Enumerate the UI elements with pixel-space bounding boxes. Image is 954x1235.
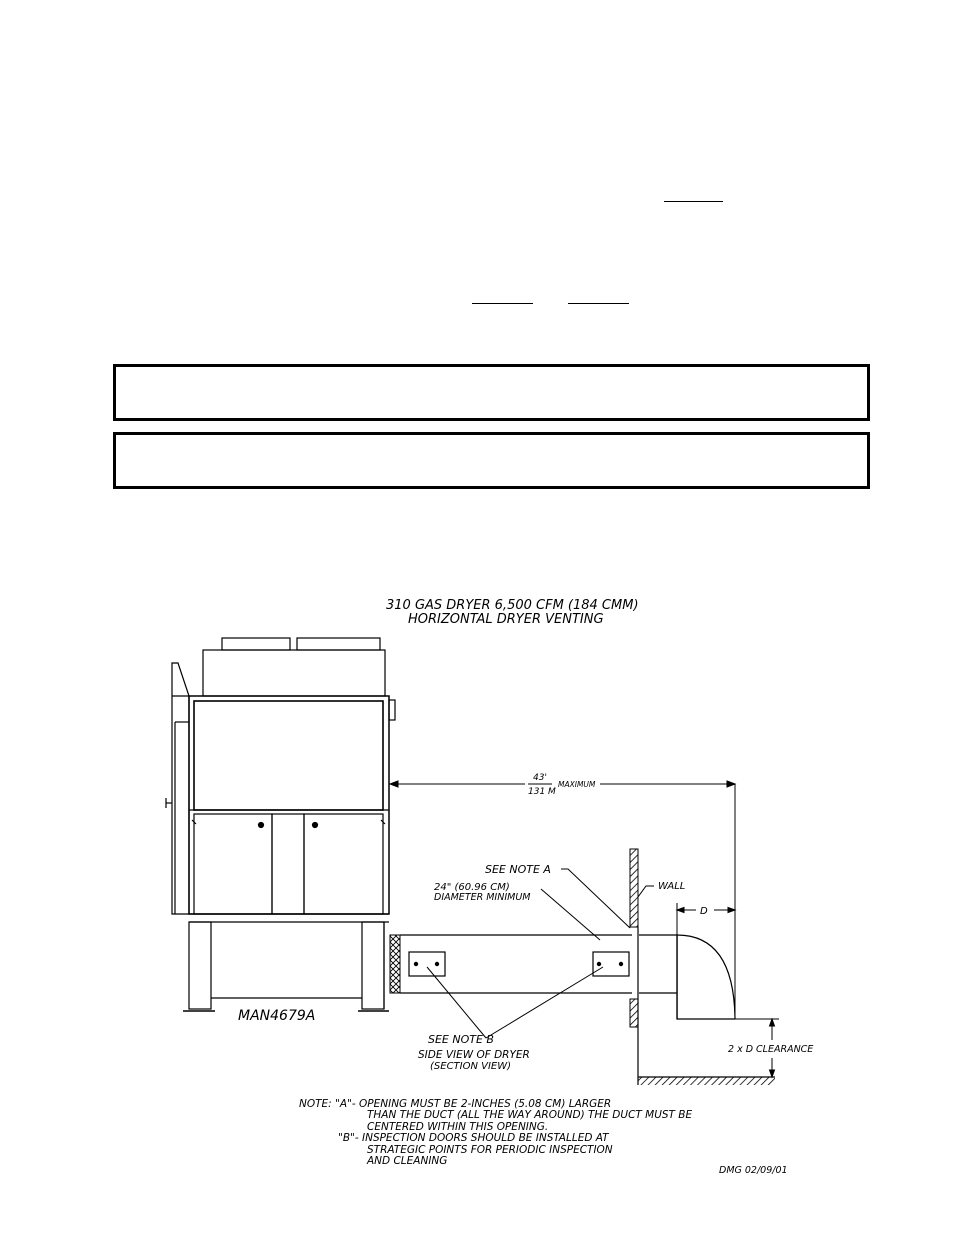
wall xyxy=(629,848,639,1085)
note-line4: "B"- INSPECTION DOORS SHOULD BE INSTALLE… xyxy=(338,1132,610,1144)
exhaust-duct xyxy=(400,934,736,1020)
d-dimension xyxy=(675,903,737,935)
underline-rule xyxy=(664,201,723,202)
dimension-meters: 131 M xyxy=(528,787,556,797)
d-label: D xyxy=(700,906,708,917)
duct-size-line2: DIAMETER MINIMUM xyxy=(434,892,531,903)
note-line2: THAN THE DUCT (ALL THE WAY AROUND) THE D… xyxy=(367,1109,693,1121)
empty-notice-box xyxy=(113,432,870,489)
length-dimension xyxy=(388,780,737,1019)
see-note-b: SEE NOTE B xyxy=(428,1033,494,1046)
dryer-unit xyxy=(165,637,396,1012)
note-line5: STRATEGIC POINTS FOR PERIODIC INSPECTION xyxy=(367,1144,613,1156)
author-date: DMG 02/09/01 xyxy=(719,1165,788,1176)
see-note-a: SEE NOTE A xyxy=(485,863,551,876)
side-view-line1: SIDE VIEW OF DRYER xyxy=(418,1049,530,1061)
side-view-line2: (SECTION VIEW) xyxy=(430,1061,511,1072)
clearance-label: 2 x D CLEARANCE xyxy=(728,1044,813,1055)
empty-notice-box xyxy=(113,364,870,421)
underline-rule xyxy=(568,303,629,304)
underline-rule xyxy=(472,303,533,304)
lint-filter xyxy=(389,934,401,994)
dimension-maximum: MAXIMUM xyxy=(558,780,596,789)
diagram-title-line1: 310 GAS DRYER 6,500 CFM (184 CMM) xyxy=(386,598,639,613)
clearance-dimension xyxy=(735,1017,779,1079)
ground-line xyxy=(638,1076,775,1085)
diagram-title-line2: HORIZONTAL DRYER VENTING xyxy=(408,612,604,627)
wall-label: WALL xyxy=(658,881,685,892)
dimension-feet: 43' xyxy=(533,773,547,783)
note-line1: NOTE: "A"- OPENING MUST BE 2-INCHES (5.0… xyxy=(299,1098,611,1110)
note-line6: AND CLEANING xyxy=(366,1155,447,1167)
duct-size-line1: 24" (60.96 CM) xyxy=(434,882,510,893)
note-line3: CENTERED WITHIN THIS OPENING. xyxy=(367,1121,548,1133)
leader-lines xyxy=(426,868,654,1039)
drawing-number: MAN4679A xyxy=(238,1008,315,1024)
